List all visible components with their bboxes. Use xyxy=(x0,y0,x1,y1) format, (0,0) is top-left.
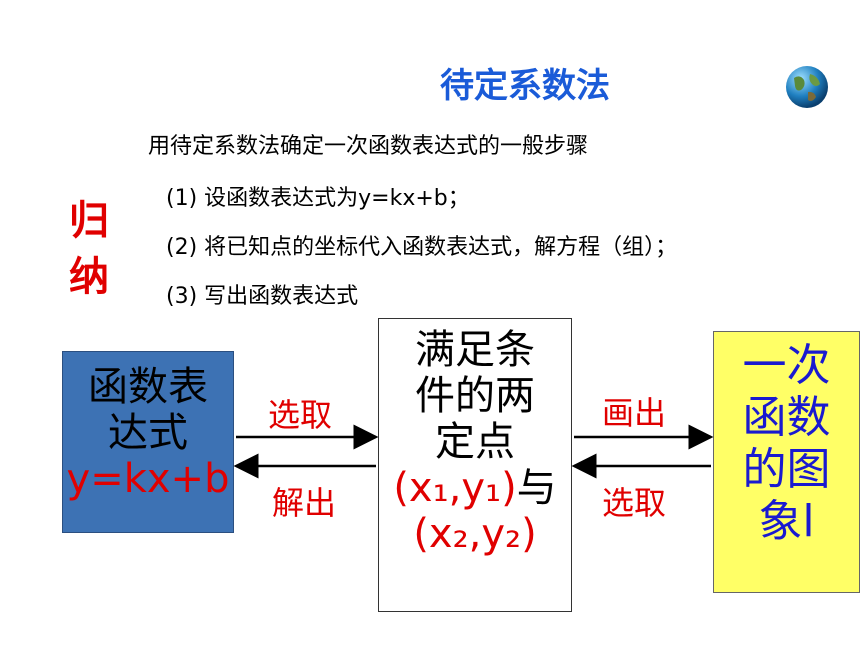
mid-box-line-1: 满足条 xyxy=(415,327,535,373)
summary-label: 归 纳 xyxy=(64,193,114,305)
page-title: 待定系数法 xyxy=(440,66,610,106)
globe-icon xyxy=(784,64,830,110)
summary-char-2: 纳 xyxy=(69,254,109,300)
label-draw: 画出 xyxy=(602,394,667,432)
step-1: (1) 设函数表达式为y=kx+b； xyxy=(166,186,470,211)
mid-box-line-2: 件的两 xyxy=(415,373,535,419)
step-2: (2) 将已知点的坐标代入函数表达式，解方程（组）； xyxy=(166,235,678,260)
step-3: (3) 写出函数表达式 xyxy=(166,284,359,309)
left-box-formula: y=kx+b xyxy=(66,456,230,502)
left-box-line-2: 达式 xyxy=(108,410,188,456)
linear-function-graph-box: 一次 函数 的图 象l xyxy=(713,331,860,593)
right-box-line-1: 一次 xyxy=(742,340,831,391)
point-2: (x₂,y₂) xyxy=(413,511,537,557)
left-box-line-1: 函数表 xyxy=(88,364,208,410)
label-select-right: 选取 xyxy=(602,484,667,522)
label-solve: 解出 xyxy=(272,484,337,522)
right-box-line-2: 函数 xyxy=(742,392,831,443)
steps-heading: 用待定系数法确定一次函数表达式的一般步骤 xyxy=(148,134,589,159)
two-points-box: 满足条 件的两 定点 (x₁,y₁)与 (x₂,y₂) xyxy=(378,318,572,612)
conjunction: 与 xyxy=(516,465,557,511)
function-expression-box: 函数表 达式 y=kx+b xyxy=(62,351,234,533)
right-box-line-4: 象l xyxy=(758,496,815,547)
mid-box-line-3: 定点 xyxy=(435,419,515,465)
right-box-line-3: 的图 xyxy=(742,444,831,495)
summary-char-1: 归 xyxy=(69,198,109,244)
point-1: (x₁,y₁) xyxy=(393,465,517,511)
label-select-left: 选取 xyxy=(268,396,333,434)
